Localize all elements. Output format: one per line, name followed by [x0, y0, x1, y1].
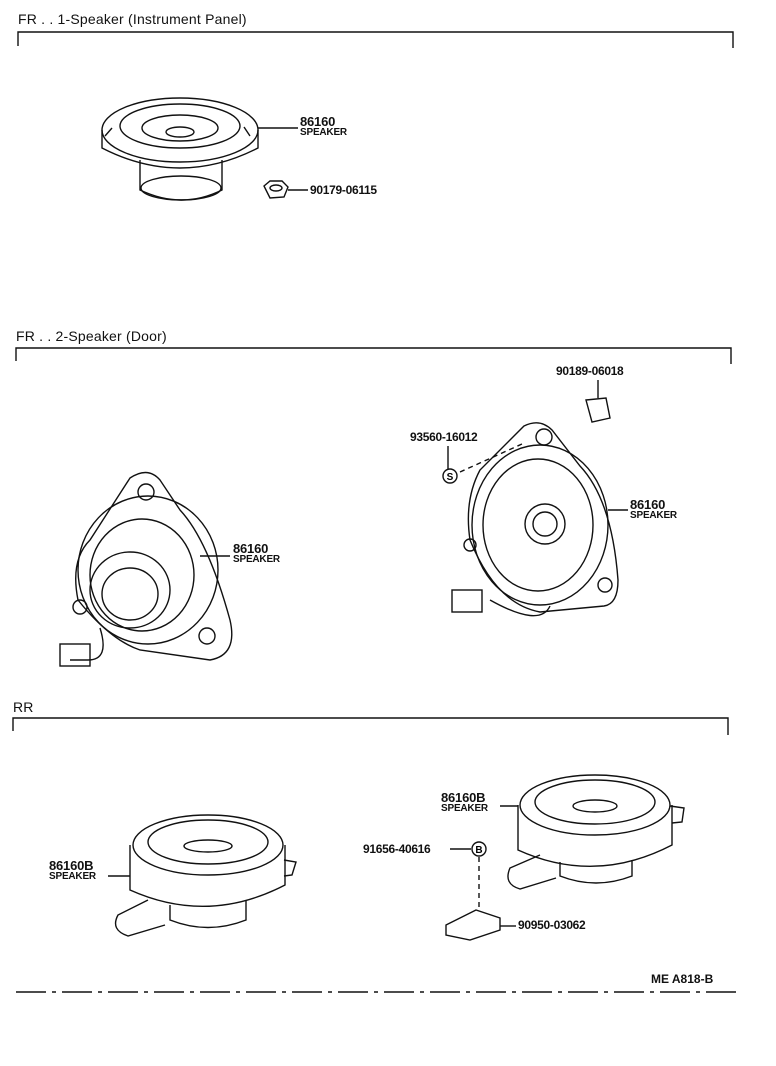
part-name: SPEAKER	[233, 554, 280, 565]
part-number: 86160	[233, 541, 269, 556]
rr-section-bracket	[12, 717, 729, 735]
fr1-section-bracket	[17, 31, 734, 48]
bolt-symbol-b: B	[475, 845, 482, 856]
section-title-fr2: FR . . 2-Speaker (Door)	[16, 328, 167, 344]
part-number: 86160B	[441, 790, 486, 805]
fr2-right-speaker-drawing	[442, 380, 628, 617]
callout-rr-left-speaker: 86160B SPEAKER	[49, 858, 96, 882]
part-number: 86160	[300, 114, 336, 129]
callout-rr-bolt: 91656-40616	[363, 842, 431, 856]
callout-fr2-clip: 90189-06018	[556, 364, 624, 378]
callout-fr2-left-speaker: 86160 SPEAKER	[233, 541, 280, 565]
callout-rr-right-speaker: 86160B SPEAKER	[441, 790, 488, 814]
part-name: SPEAKER	[441, 803, 488, 814]
part-name: SPEAKER	[49, 871, 96, 882]
rr-left-speaker-drawing	[108, 814, 297, 937]
fr2-section-bracket	[15, 347, 732, 364]
callout-fr1-speaker: 86160 SPEAKER	[300, 114, 347, 138]
part-name: SPEAKER	[300, 127, 347, 138]
part-number: 86160B	[49, 858, 94, 873]
fr1-speaker-drawing	[101, 97, 259, 201]
rr-right-speaker-drawing	[445, 774, 685, 941]
callout-fr2-right-speaker: 86160 SPEAKER	[630, 497, 677, 521]
callout-fr1-nut: 90179-06115	[310, 183, 377, 197]
section-title-fr1: FR . . 1-Speaker (Instrument Panel)	[18, 11, 247, 27]
diagram-code: ME A818-B	[651, 972, 714, 986]
fr1-nut-drawing	[263, 180, 308, 199]
part-number: 86160	[630, 497, 666, 512]
callout-fr2-screw: 93560-16012	[410, 430, 478, 444]
part-name: SPEAKER	[630, 510, 677, 521]
section-title-rr: RR	[13, 699, 34, 715]
fr2-left-speaker-drawing	[59, 471, 233, 667]
screw-symbol-s: S	[447, 472, 454, 483]
callout-rr-nut: 90950-03062	[518, 918, 586, 932]
